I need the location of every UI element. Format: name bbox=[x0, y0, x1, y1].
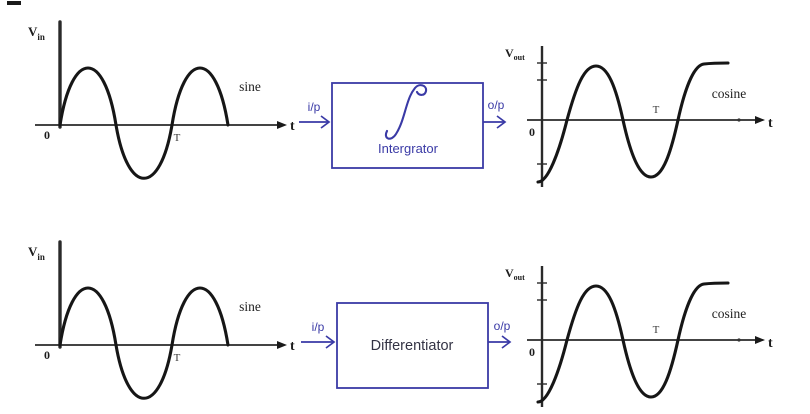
v-axis-label: Vout bbox=[505, 266, 525, 282]
wave-name-label: sine bbox=[239, 299, 261, 314]
v-axis-label: Vin bbox=[28, 24, 45, 42]
period-label: T bbox=[653, 324, 660, 336]
integrator-box bbox=[331, 82, 484, 169]
t-axis-arrowhead-icon bbox=[755, 116, 765, 124]
differentiator-block: i/p Differentiator o/p bbox=[301, 302, 512, 389]
block-label: Intergrator bbox=[378, 141, 439, 156]
wave-name-label: sine bbox=[239, 79, 261, 94]
t-axis-label: t bbox=[768, 336, 773, 351]
axis-tick-dot bbox=[737, 338, 741, 342]
t-axis-arrowhead-icon bbox=[277, 121, 287, 129]
wave-name-label: cosine bbox=[712, 306, 747, 321]
t-axis-label: t bbox=[290, 119, 295, 134]
period-label: T bbox=[653, 104, 660, 116]
input-sine-graph: Vin 0 T t sine bbox=[28, 240, 295, 400]
input-arrowhead-icon bbox=[320, 115, 331, 129]
axis-tick-dot bbox=[737, 118, 741, 122]
output-arrowhead-icon bbox=[501, 335, 512, 349]
period-label: T bbox=[174, 352, 181, 364]
integrator-row: Vin 0 T t sine i/p Intergrator o/p bbox=[28, 20, 773, 187]
input-label: i/p bbox=[312, 320, 325, 334]
cosine-waveform bbox=[536, 61, 730, 184]
output-label: o/p bbox=[488, 98, 505, 112]
input-label: i/p bbox=[308, 100, 321, 114]
period-label: T bbox=[174, 132, 181, 144]
origin-label: 0 bbox=[529, 125, 535, 139]
output-arrowhead-icon bbox=[496, 115, 507, 129]
output-cosine-graph: Vout 0 T t cosine bbox=[505, 46, 773, 187]
input-arrowhead-icon bbox=[325, 335, 336, 349]
cosine-waveform bbox=[536, 281, 730, 404]
output-cosine-graph: Vout 0 T t cosine bbox=[505, 266, 773, 407]
v-axis-label: Vout bbox=[505, 46, 525, 62]
integral-sign-icon bbox=[384, 84, 428, 140]
t-axis-arrowhead-icon bbox=[755, 336, 765, 344]
t-axis-label: t bbox=[290, 339, 295, 354]
sine-waveform bbox=[58, 286, 230, 400]
output-label: o/p bbox=[494, 319, 511, 333]
origin-label: 0 bbox=[44, 128, 50, 142]
t-axis-arrowhead-icon bbox=[277, 341, 287, 349]
origin-label: 0 bbox=[44, 348, 50, 362]
t-axis-label: t bbox=[768, 116, 773, 131]
v-axis-label: Vin bbox=[28, 244, 45, 262]
sine-waveform bbox=[58, 66, 230, 180]
differentiator-box bbox=[336, 302, 489, 389]
input-sine-graph: Vin 0 T t sine bbox=[28, 20, 295, 180]
integrator-block: i/p Intergrator o/p bbox=[299, 82, 507, 169]
block-label: Differentiator bbox=[371, 338, 454, 354]
differentiator-row: Vin 0 T t sine i/p Differentiator o/p bbox=[28, 240, 773, 407]
stray-mark bbox=[7, 1, 21, 5]
wave-name-label: cosine bbox=[712, 86, 747, 101]
origin-label: 0 bbox=[529, 345, 535, 359]
